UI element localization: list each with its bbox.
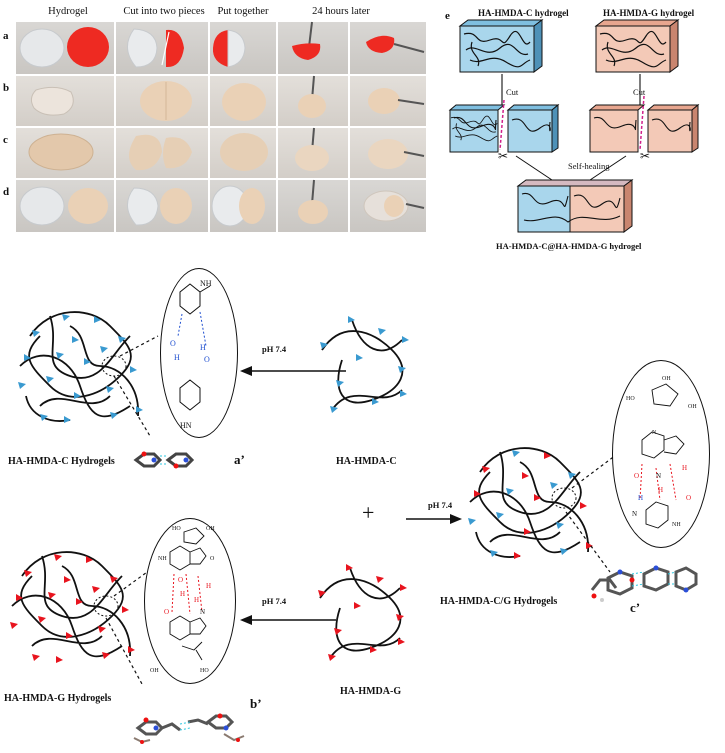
cg-pair-h1: H — [682, 464, 687, 472]
g-pair-n: N — [200, 608, 205, 616]
g-pair-structure: HO OH OH HO O H NH H N H O O — [150, 526, 215, 674]
cg-pair-nh: NH — [672, 522, 681, 528]
cg-pair-h3: H — [638, 494, 643, 502]
cg-pair-3d — [590, 565, 698, 602]
cg-pair-oh2: OH — [688, 404, 697, 410]
g-hydrogel-network — [10, 551, 151, 685]
g-pair-oh1: OH — [206, 526, 215, 532]
g-pair-oh2: OH — [150, 668, 159, 674]
photo-row-a — [16, 21, 426, 74]
photo-row-c — [16, 127, 426, 178]
photo-row-b — [16, 75, 426, 126]
panel-e-title-c: HA-HMDA-C hydrogel — [478, 8, 569, 18]
c-pair-3d — [133, 451, 195, 469]
row-label-d: d — [3, 186, 10, 198]
g-pair-nh: NH — [158, 556, 167, 562]
svg-text:✂: ✂ — [640, 149, 650, 163]
c-pair-nh: NH — [200, 279, 212, 288]
cube-c-whole — [458, 19, 544, 73]
cg-pair-n3: N — [632, 510, 637, 518]
g-polymer — [318, 564, 407, 661]
cg-hydrogels-label: HA-HMDA-C/G Hydrogels — [440, 596, 558, 607]
panel-e-label: e — [445, 10, 450, 22]
cube-combined — [516, 179, 634, 233]
cg-pair-ho: HO — [626, 396, 635, 402]
cube-g-whole — [594, 19, 680, 73]
cg-pair-n2: N — [656, 472, 661, 480]
photo-grid — [16, 21, 426, 232]
ph-label-mid: pH 7.4 — [428, 500, 453, 510]
c-pair-h1: H — [174, 353, 180, 362]
cube-g-cut: ✂ — [588, 95, 700, 163]
col-header-put-together: Put together — [217, 6, 269, 17]
g-hydrogels-label: HA-HMDA-G Hydrogels — [4, 693, 112, 704]
cube-c-cut: ✂ — [448, 99, 560, 163]
c-pair-o1: O — [170, 339, 176, 348]
g-pair-3d — [133, 713, 245, 744]
g-polymer-label: HA-HMDA-G — [340, 686, 402, 697]
g-pair-o1: O — [178, 576, 183, 584]
arrow-top — [240, 366, 346, 376]
c-pair-o2: O — [204, 355, 210, 364]
plus-sign: + — [362, 500, 375, 525]
row-label-a: a — [3, 30, 9, 42]
cg-hydrogel-network — [468, 447, 621, 573]
cut-label-right: Cut — [633, 87, 646, 97]
cg-pair-oval — [612, 360, 710, 548]
g-pair-h3: H — [206, 582, 211, 590]
c-polymer-label: HA-HMDA-C — [336, 456, 397, 467]
g-pair-o2: O — [164, 608, 169, 616]
label-a-prime: a’ — [234, 452, 245, 467]
g-pair-h1: H — [180, 590, 185, 598]
label-b-prime: b’ — [250, 696, 262, 711]
cg-pair-oh1: OH — [662, 376, 671, 382]
cut-label-left: Cut — [506, 87, 519, 97]
c-pair-oval — [160, 268, 238, 438]
ph-label-top: pH 7.4 — [262, 344, 287, 354]
col-header-hydrogel: Hydrogel — [48, 6, 88, 17]
label-c-prime: c’ — [630, 600, 641, 615]
cg-pair-h2: H — [658, 486, 663, 494]
c-hydrogel-network — [18, 311, 159, 437]
panel-e-title-g: HA-HMDA-G hydrogel — [603, 8, 695, 18]
cg-pair-o2: O — [686, 494, 691, 502]
photo-row-d — [16, 179, 426, 232]
panel-e-scheme: ✂ ✂ — [448, 19, 700, 233]
svg-text:✂: ✂ — [498, 149, 508, 163]
panel-e-combined-title: HA-HMDA-C@HA-HMDA-G hydrogel — [496, 241, 642, 251]
g-pair-o3: O — [210, 556, 215, 562]
cg-pair-structure: OH OH HO N H O N H H O N NH — [626, 376, 697, 529]
self-healing-label: Self-healing — [568, 161, 610, 171]
col-header-cut: Cut into two pieces — [123, 6, 205, 17]
c-pair-h2: H — [200, 343, 206, 352]
col-header-24h: 24 hours later — [312, 6, 370, 17]
c-pair-hn: HN — [180, 421, 192, 430]
row-label-c: c — [3, 134, 8, 146]
cg-pair-o1: O — [634, 472, 639, 480]
g-pair-ho1: HO — [172, 526, 181, 532]
g-pair-oval — [144, 518, 236, 684]
ph-label-bottom: pH 7.4 — [262, 596, 287, 606]
row-label-b: b — [3, 82, 10, 94]
g-pair-h2: H — [194, 596, 199, 604]
arrow-mid — [406, 514, 462, 524]
cg-pair-n1: N — [652, 430, 657, 436]
c-hydrogels-label: HA-HMDA-C Hydrogels — [8, 456, 115, 467]
c-polymer — [320, 316, 409, 413]
arrow-bottom — [240, 615, 336, 625]
c-pair-structure: NH O H H O HN — [170, 279, 212, 430]
g-pair-ho2: HO — [200, 668, 209, 674]
